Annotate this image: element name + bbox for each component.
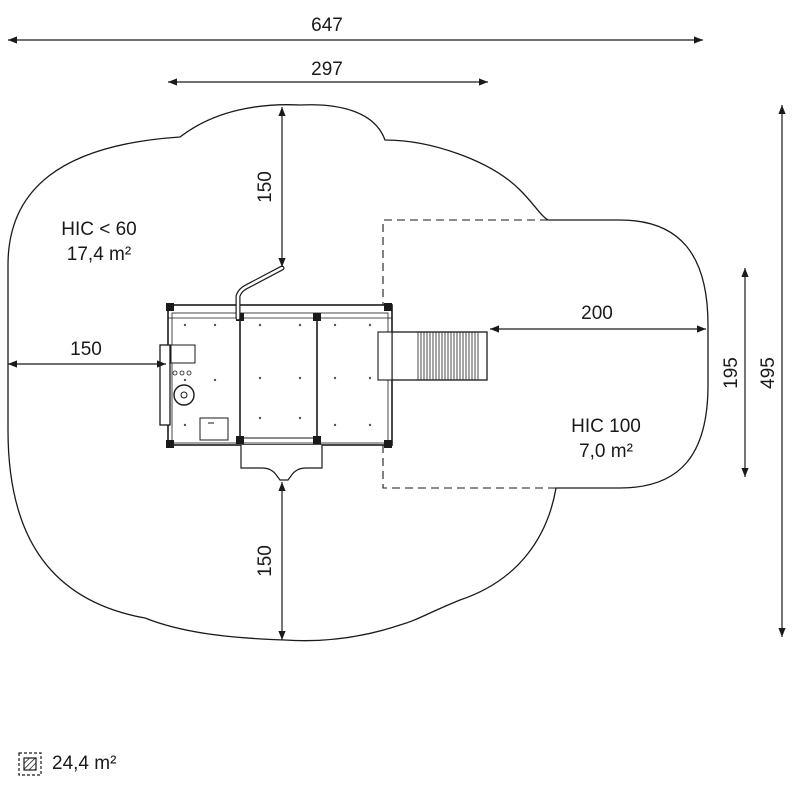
slide-clearance-label: 200 <box>581 303 613 324</box>
steering-panel <box>159 344 171 426</box>
hatched-area-icon <box>18 752 42 776</box>
main-zone-hic-label: HIC < 60 <box>61 219 137 240</box>
overall-width-label: 647 <box>311 15 343 36</box>
total-area-label: 24,4 m² <box>52 753 117 774</box>
structure-width-label: 297 <box>311 59 343 80</box>
slide-chute <box>391 331 488 381</box>
slide-zone-hic-label: HIC 100 <box>571 416 641 437</box>
left-clearance-label: 150 <box>70 339 102 360</box>
top-clearance-label: 150 <box>255 171 276 203</box>
slide-zone-height-label: 195 <box>721 357 742 389</box>
safety-zone-outline <box>7 104 709 642</box>
area-legend: 24,4 m² <box>18 752 116 776</box>
bottom-clearance-label: 150 <box>255 545 276 577</box>
slide-zone-area-label: 7,0 m² <box>579 441 633 462</box>
overall-depth-label: 495 <box>758 357 779 389</box>
main-zone-area-label: 17,4 m² <box>67 244 131 265</box>
play-structure <box>159 265 488 481</box>
entry-step <box>240 445 323 481</box>
